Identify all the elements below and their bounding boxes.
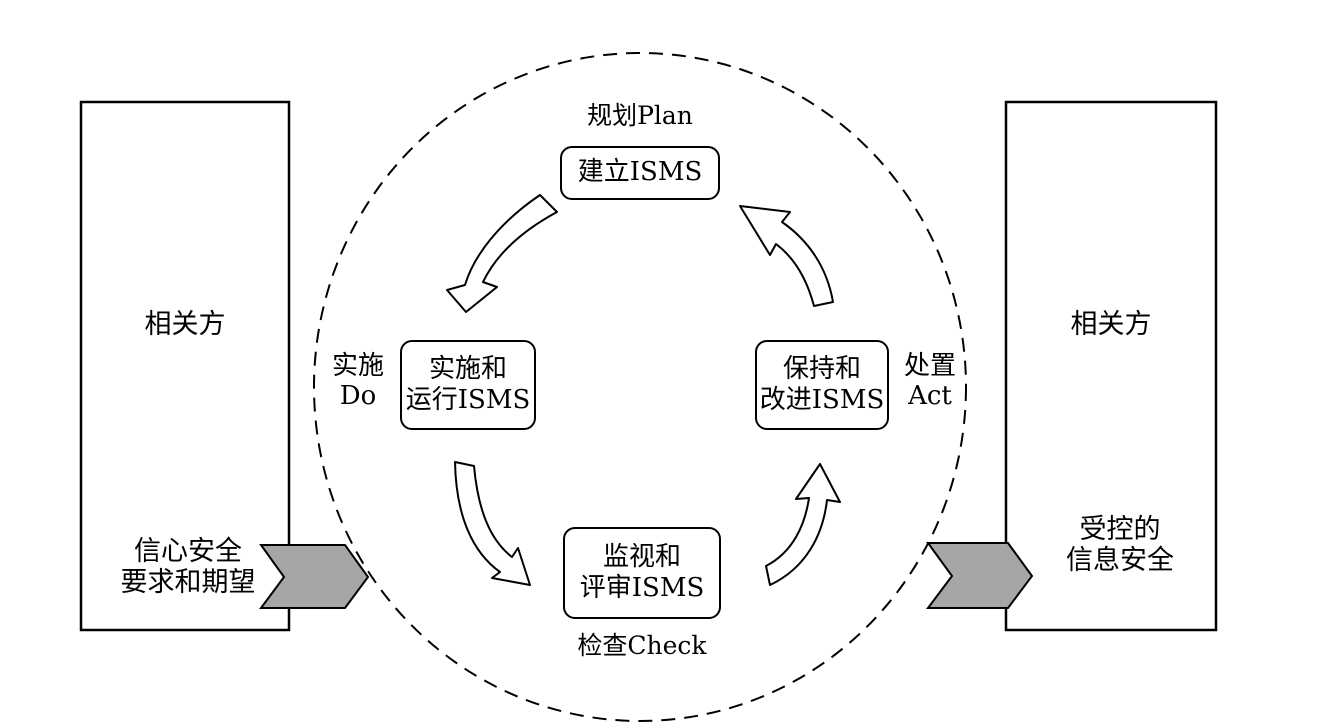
do-phase-label: 实施 Do bbox=[322, 351, 394, 412]
left-party-box bbox=[79, 100, 291, 632]
input-line-2: 要求和期望 bbox=[120, 567, 256, 599]
arrow-do-to-check bbox=[454, 461, 531, 586]
do-phase-line-2: Do bbox=[339, 380, 377, 411]
right-party-label: 相关方 bbox=[1070, 309, 1152, 340]
arrow-plan-to-do bbox=[446, 194, 558, 313]
plan-box: 建立ISMS bbox=[560, 146, 720, 200]
input-chevron bbox=[259, 544, 370, 609]
act-phase-line-1: 处置 bbox=[903, 351, 956, 381]
act-phase-label: 处置 Act bbox=[893, 351, 967, 412]
act-box-line-2: 改进ISMS bbox=[759, 385, 885, 415]
do-box-line-1: 实施和 bbox=[428, 353, 507, 384]
output-line-1: 受控的 bbox=[1079, 514, 1161, 545]
output-chevron bbox=[926, 542, 1034, 609]
input-requirements-label: 信心安全 要求和期望 bbox=[98, 536, 278, 598]
do-box: 实施和 运行ISMS bbox=[400, 340, 536, 430]
do-box-line-2: 运行ISMS bbox=[405, 385, 531, 415]
check-box-line-1: 监视和 bbox=[602, 541, 681, 572]
output-line-2: 信息安全 bbox=[1066, 545, 1174, 577]
act-box: 保持和 改进ISMS bbox=[755, 340, 889, 430]
check-box-line-2: 评审ISMS bbox=[579, 573, 705, 603]
act-box-line-1: 保持和 bbox=[782, 353, 861, 384]
input-line-1: 信心安全 bbox=[134, 536, 242, 567]
arrow-act-to-plan bbox=[739, 205, 834, 307]
check-phase-label: 检查Check bbox=[577, 631, 707, 660]
right-party-box bbox=[1004, 100, 1218, 632]
check-box: 监视和 评审ISMS bbox=[563, 527, 721, 619]
plan-box-text: 建立ISMS bbox=[577, 157, 703, 188]
arrow-check-to-act bbox=[765, 463, 841, 586]
do-phase-line-1: 实施 bbox=[331, 351, 384, 381]
output-security-label: 受控的 信息安全 bbox=[1040, 514, 1200, 576]
plan-phase-label: 规划Plan bbox=[587, 101, 693, 130]
left-party-label: 相关方 bbox=[144, 309, 226, 340]
act-phase-line-2: Act bbox=[908, 380, 952, 411]
pdca-cycle-circle bbox=[313, 52, 967, 722]
